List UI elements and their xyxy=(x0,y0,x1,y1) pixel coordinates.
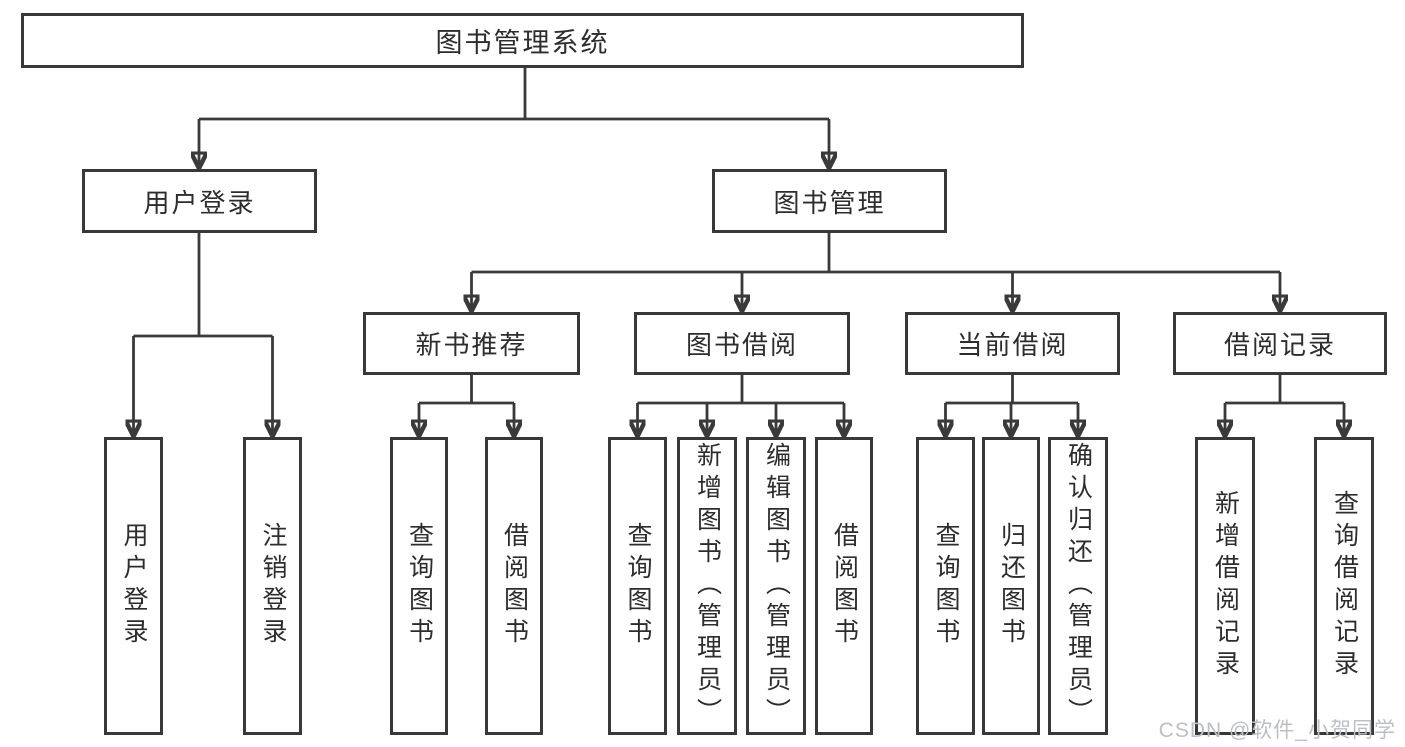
leaf-edit-books-admin: 编辑图书（管理员） xyxy=(746,437,806,735)
node-book-management: 图书管理 xyxy=(712,169,947,233)
node-user-login: 用户登录 xyxy=(82,169,317,233)
leaf-logout: 注销登录 xyxy=(243,437,302,735)
leaf-return-books: 归还图书 xyxy=(982,437,1040,735)
leaf-borrow-books-recommend: 借阅图书 xyxy=(485,437,543,735)
leaf-query-books-current: 查询图书 xyxy=(916,437,975,735)
csdn-watermark: CSDN @软件_小贺同学 xyxy=(1158,719,1396,742)
node-current-borrowing: 当前借阅 xyxy=(905,312,1120,375)
leaf-query-books-borrow: 查询图书 xyxy=(608,437,667,735)
leaf-user-login: 用户登录 xyxy=(104,437,163,735)
leaf-borrow-books: 借阅图书 xyxy=(815,437,873,735)
node-new-book-recommend: 新书推荐 xyxy=(363,312,580,375)
connector-trunks xyxy=(133,68,1344,405)
leaf-add-books-admin: 新增图书（管理员） xyxy=(677,437,737,735)
node-library-management-system: 图书管理系统 xyxy=(21,13,1024,68)
node-book-borrowing: 图书借阅 xyxy=(634,312,850,375)
leaf-add-borrow-record: 新增借阅记录 xyxy=(1195,437,1255,735)
leaf-query-borrow-record: 查询借阅记录 xyxy=(1314,437,1374,735)
leaf-query-books-recommend: 查询图书 xyxy=(390,437,448,735)
node-borrowing-records: 借阅记录 xyxy=(1173,312,1387,375)
leaf-confirm-return-admin: 确认归还（管理员） xyxy=(1048,437,1108,735)
